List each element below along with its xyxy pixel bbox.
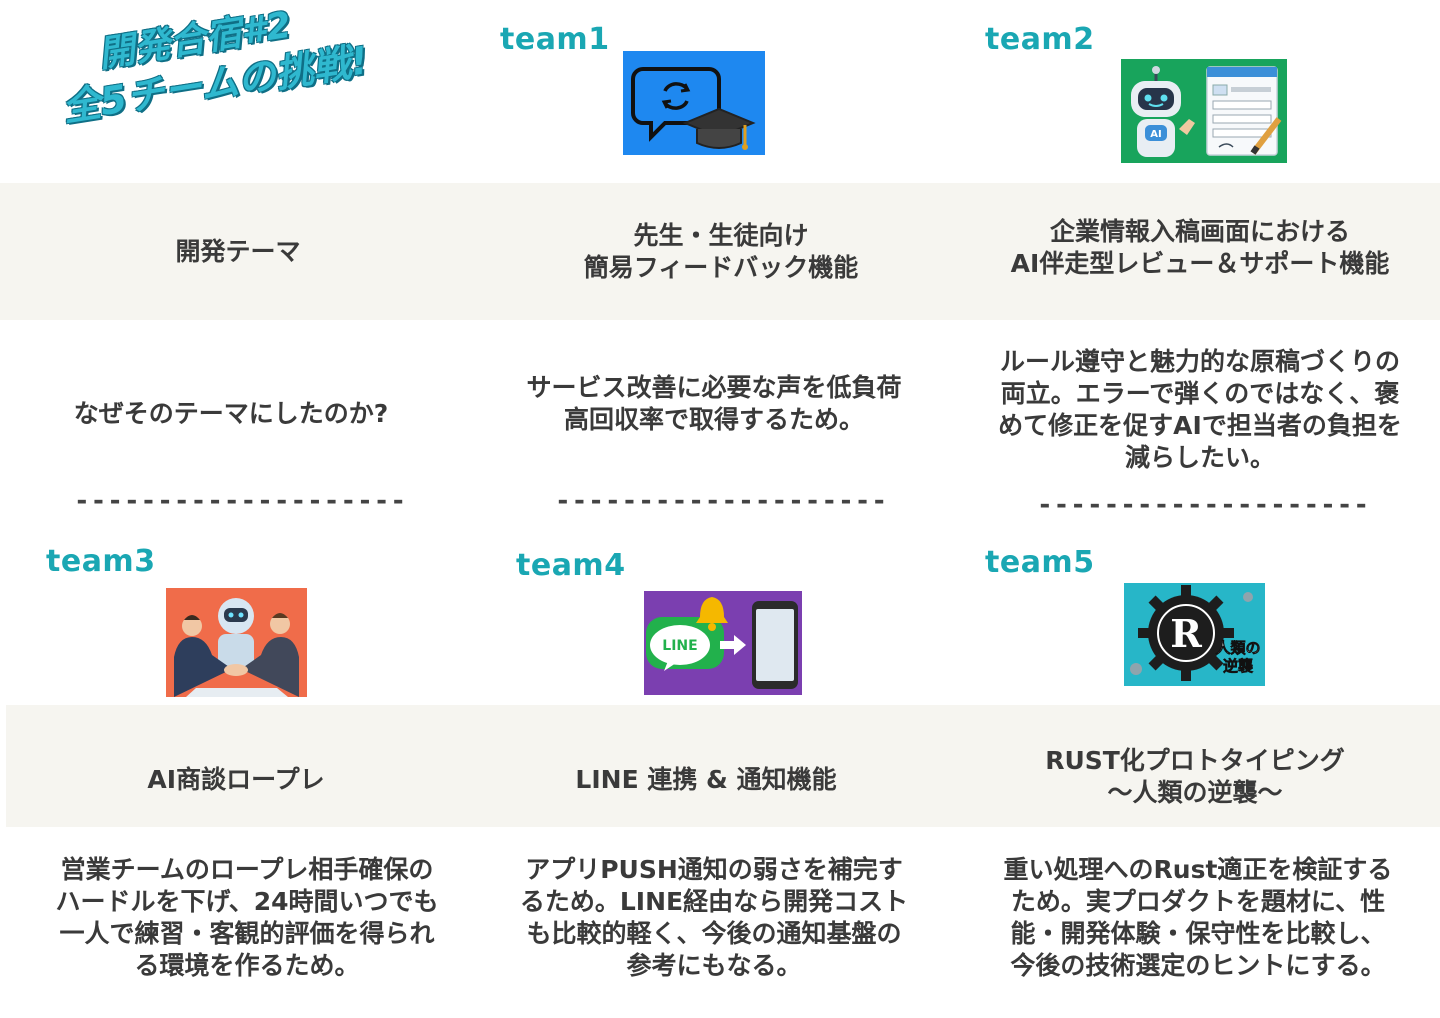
theme-band-bottom (6, 705, 1440, 827)
theme-band-top (0, 183, 1440, 320)
team5-rust-logo-text: R (1170, 611, 1202, 656)
team2-ai-robot-icon: AI (1121, 59, 1287, 163)
team5-reason: 重い処理へのRust適正を検証する ため。実プロダクトを題材に、性 能・開発体験… (1003, 855, 1393, 980)
team3-label: team3 (46, 544, 156, 579)
team1-reason: サービス改善に必要な声を低負荷 高回収率で取得するため。 (526, 373, 902, 434)
team2-label: team2 (985, 22, 1095, 57)
team2-theme: 企業情報入稿画面における AI伴走型レビュー＆サポート機能 (1010, 217, 1390, 278)
team5-label: team5 (985, 545, 1095, 580)
team2-ai-badge-text: AI (1150, 129, 1161, 140)
team5-title-overlay-line1: 人類の (1215, 639, 1260, 657)
divider-center: -------------------- (555, 486, 889, 516)
reason-row-label: なぜそのテーマにしたのか? (73, 399, 389, 428)
team3-theme: AI商談ロープレ (147, 765, 325, 794)
team5-title-overlay-line2: 逆襲 (1223, 657, 1254, 675)
team1-label: team1 (500, 22, 610, 57)
team4-line-logo-text: LINE (662, 638, 697, 654)
team4-reason: アプリPUSH通知の弱さを補完す るため。LINE経由なら開発コスト も比較的軽… (519, 855, 909, 980)
team3-handshake-icon (166, 588, 307, 697)
team3-reason: 営業チームのロープレ相手確保の ハードルを下げ、24時間いつでも 一人で練習・客… (55, 855, 439, 980)
team5-theme: RUST化プロトタイピング 〜人類の逆襲〜 (1045, 746, 1345, 807)
divider-right: -------------------- (1037, 490, 1371, 520)
page-title: 開発合宿#2 全5チームの挑戦! (52, 0, 402, 131)
team5-rust-gear-icon: R 人類の 逆襲 (1124, 583, 1265, 686)
team1-theme: 先生・生徒向け 簡易フィードバック機能 (583, 220, 859, 282)
team4-theme: LINE 連携 & 通知機能 (575, 765, 837, 794)
team4-line-notification-icon: LINE (644, 591, 802, 695)
theme-row-label: 開発テーマ (175, 236, 301, 266)
team1-feedback-icon (623, 51, 765, 155)
divider-left: -------------------- (74, 486, 408, 516)
team4-label: team4 (516, 548, 626, 583)
team2-reason: ルール遵守と魅力的な原稿づくりの 両立。エラーで弾くのではなく、褒 めて修正を促… (998, 347, 1402, 472)
